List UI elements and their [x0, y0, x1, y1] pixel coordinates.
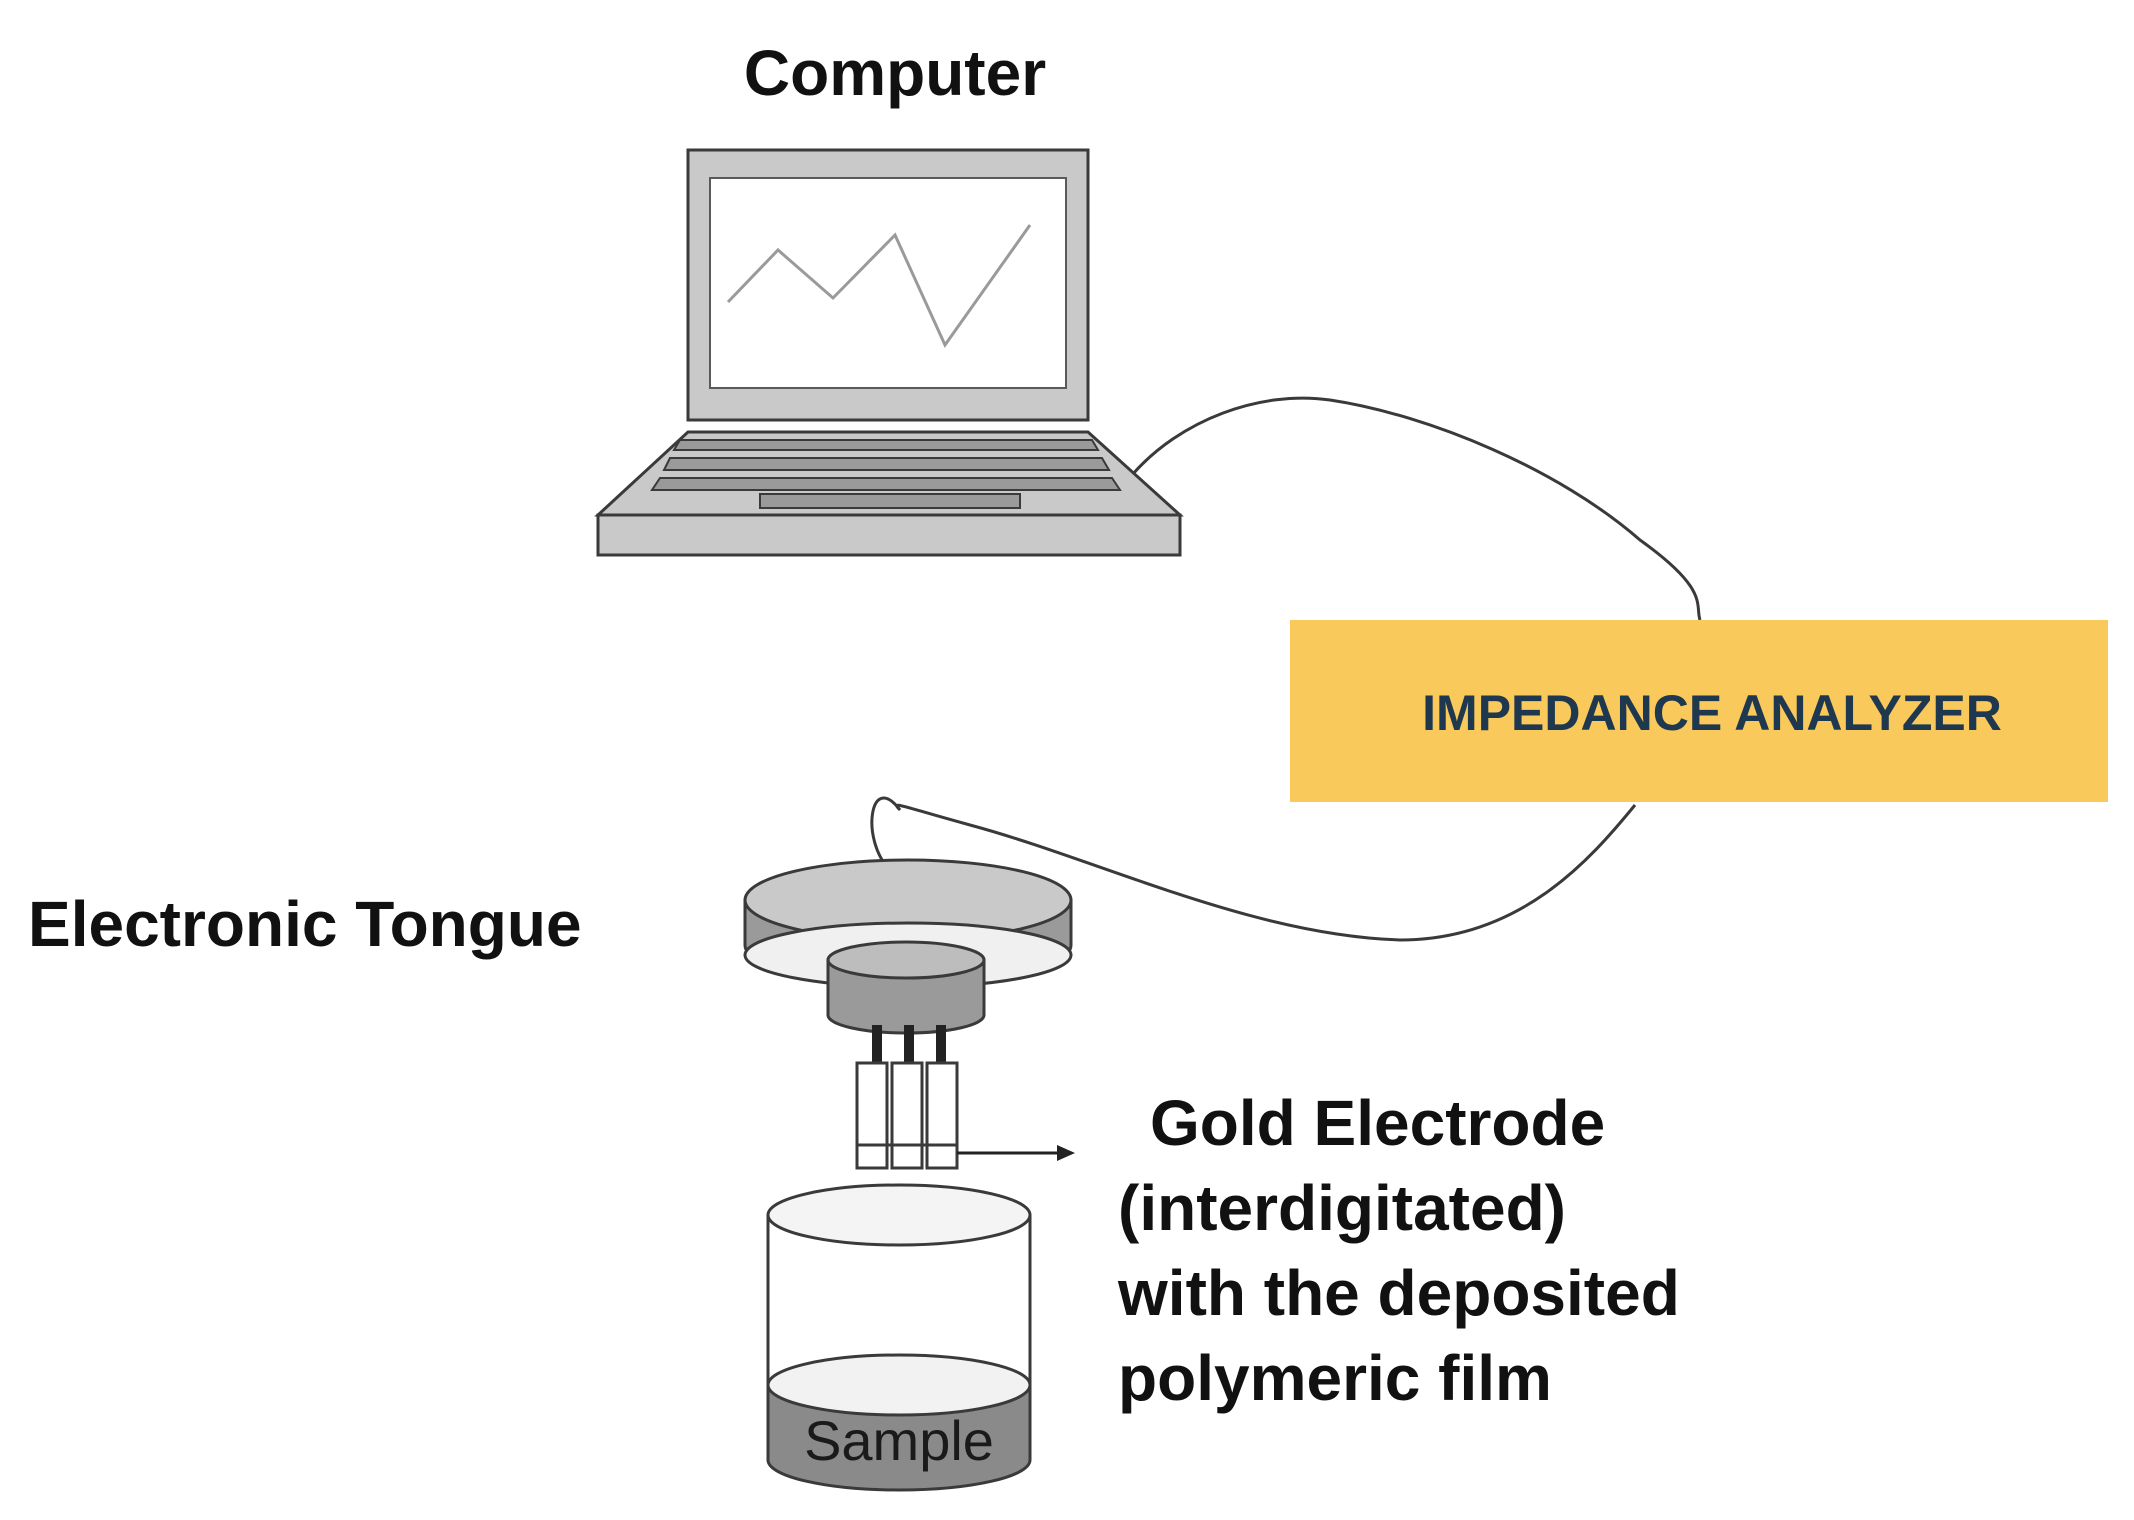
cables — [870, 396, 1702, 942]
laptop-trackpad — [759, 493, 1021, 509]
computer-label: Computer — [744, 37, 1046, 109]
laptop-keyboard-row — [672, 439, 1100, 451]
electronic-tongue-icon — [743, 858, 1075, 1170]
electrode-wire — [872, 1025, 882, 1063]
analyzer-label: IMPEDANCE ANALYZER — [1422, 685, 2002, 741]
electrode-label-line3: with the deposited — [1117, 1257, 1680, 1329]
electrode-strip — [855, 1061, 889, 1170]
beaker-liquid-surface — [766, 1353, 1032, 1417]
electrode-strip — [925, 1061, 959, 1170]
electrode-label-line4: polymeric film — [1118, 1342, 1552, 1414]
electrode-wire — [904, 1025, 914, 1063]
laptop-keyboard-row — [662, 457, 1111, 471]
laptop-screen — [709, 177, 1067, 389]
electrode-label-line2: (interdigitated) — [1118, 1172, 1566, 1244]
cable-computer-to-analyzer — [1130, 396, 1702, 621]
laptop-keyboard-row — [650, 477, 1122, 491]
cable-analyzer-to-tongue — [870, 796, 1637, 942]
electrode-wire — [936, 1025, 946, 1063]
impedance-analyzer: IMPEDANCE ANALYZER — [1290, 620, 2108, 802]
analyzer-box — [1290, 620, 2108, 802]
tongue-holder-top — [826, 940, 986, 980]
arrow-head — [1057, 1145, 1075, 1161]
electrode-label-line1: Gold Electrode — [1150, 1087, 1605, 1159]
beaker-rim — [766, 1183, 1032, 1247]
sample-label: Sample — [804, 1409, 994, 1472]
electrode-strip — [890, 1061, 924, 1170]
sample-beaker-icon: Sample — [766, 1183, 1032, 1492]
laptop-front-edge — [596, 513, 1182, 557]
electrode-description: Gold Electrode (interdigitated) with the… — [1117, 1087, 1680, 1414]
screen-graph — [726, 224, 1032, 348]
electronic-tongue-label: Electronic Tongue — [28, 888, 582, 960]
laptop-icon — [594, 148, 1184, 557]
